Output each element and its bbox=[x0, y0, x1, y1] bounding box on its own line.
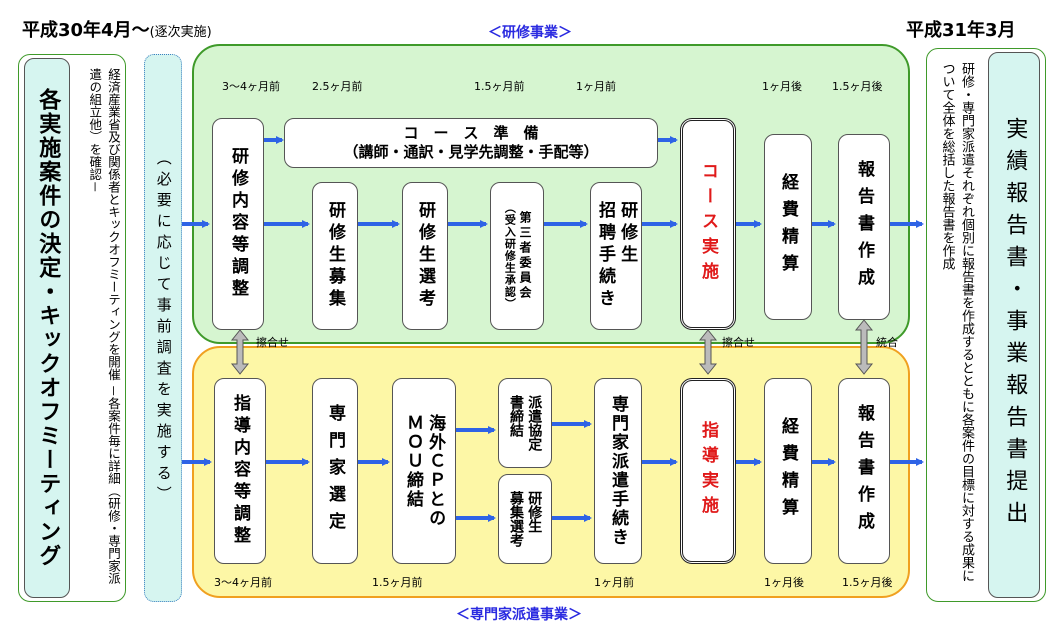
expert-report-box: 報告書作成 bbox=[838, 378, 890, 564]
guidance-implementation-box: 指導実施 bbox=[680, 378, 736, 564]
expert-timeline-3: 1ヶ月前 bbox=[594, 576, 634, 589]
dispatch-procedure-box: 専門家派遣手続き bbox=[594, 378, 642, 564]
training-section-title: ＜研修事業＞ bbox=[488, 25, 572, 41]
kickoff-description: 経済産業省及び関係者とキックオフミーティングを開催 －各案件毎に詳細（研修・専門… bbox=[87, 68, 121, 585]
training-timeline-6: 1.5ヶ月後 bbox=[832, 80, 883, 93]
expert-timeline-2: 1.5ヶ月前 bbox=[372, 576, 423, 589]
training-timeline-2: 2.5ヶ月前 bbox=[312, 80, 363, 93]
trainee-select-box: 研修生選考 bbox=[402, 182, 448, 330]
third-party-committee-box: 第三者委員会 （受入研修生承認） bbox=[490, 182, 544, 330]
trainee-line-b: 募集選考 bbox=[508, 491, 524, 547]
committee-line-a: 第三者委員会 bbox=[517, 211, 532, 301]
coordinate-label-2: 擦合せ bbox=[722, 336, 755, 349]
integrate-label: 統合 bbox=[876, 336, 898, 349]
mou-box: 海外ＣＰとの ＭＯＵ締結 bbox=[392, 378, 456, 564]
start-note: (逐次実施) bbox=[149, 25, 212, 40]
coordinate-label-1: 擦合せ bbox=[256, 336, 289, 349]
committee-line-b: （受入研修生承認） bbox=[503, 202, 517, 310]
course-prep-line2: （講師・通訳・見学先調整・手配等） bbox=[343, 143, 599, 161]
trainee-line-a: 研修生 bbox=[526, 491, 543, 533]
link-arrow-1 bbox=[230, 329, 250, 375]
expert-section-title: ＜専門家派遣事業＞ bbox=[456, 607, 582, 623]
training-timeline-1: 3～4ヶ月前 bbox=[222, 80, 280, 93]
training-timeline-4: 1ヶ月前 bbox=[576, 80, 616, 93]
report-description: 研修・専門家派遣それぞれ個別に報告書を作成するとともに各案件の目標に対する成果に… bbox=[939, 62, 975, 582]
mou-line-a: 海外ＣＰとの bbox=[425, 414, 446, 528]
dispatch-agreement-box: 派遣協定 書締結 bbox=[498, 378, 552, 468]
invite-line-b: 招聘手続き bbox=[595, 201, 615, 311]
expert-select-box: 専門家選定 bbox=[312, 378, 358, 564]
trainee-recruit-box: 研修生募集 bbox=[312, 182, 358, 330]
kickoff-title: 各実施案件の決定・キックオフミーティング bbox=[24, 58, 70, 598]
training-timeline-3: 1.5ヶ月前 bbox=[474, 80, 525, 93]
trainee-invite-box: 研修生 招聘手続き bbox=[590, 182, 642, 330]
training-report-box: 報告書作成 bbox=[838, 134, 890, 320]
invite-line-a: 研修生 bbox=[617, 201, 638, 267]
final-report-box: 実績報告書・事業報告書提出 bbox=[988, 52, 1040, 598]
link-arrow-2 bbox=[698, 329, 718, 375]
trainee-recruit-select-box: 研修生 募集選考 bbox=[498, 474, 552, 564]
mou-line-b: ＭＯＵ締結 bbox=[403, 414, 423, 509]
preliminary-survey: （必要に応じて事前調査を実施する） bbox=[144, 54, 182, 602]
expert-timeline-1: 3～4ヶ月前 bbox=[214, 576, 272, 589]
expert-cost-box: 経費精算 bbox=[764, 378, 812, 564]
course-implementation-box: コース実施 bbox=[680, 118, 736, 330]
course-preparation: コ ー ス 準 備 （講師・通訳・見学先調整・手配等） bbox=[284, 118, 658, 168]
link-arrow-3 bbox=[854, 319, 874, 375]
agree-line-a: 派遣協定 bbox=[526, 395, 543, 451]
course-prep-line1: コ ー ス 準 備 bbox=[403, 123, 539, 142]
expert-timeline-5: 1.5ヶ月後 bbox=[842, 576, 893, 589]
expert-timeline-4: 1ヶ月後 bbox=[764, 576, 804, 589]
training-cost-box: 経費精算 bbox=[764, 134, 812, 320]
guidance-content-box: 指導内容等調整 bbox=[214, 378, 266, 564]
agree-line-b: 書締結 bbox=[508, 395, 524, 437]
training-content-box: 研修内容等調整 bbox=[212, 118, 264, 330]
start-date: 平成30年4月～(逐次実施) bbox=[22, 20, 212, 41]
end-date: 平成31年3月 bbox=[906, 20, 1016, 41]
training-timeline-5: 1ヶ月後 bbox=[762, 80, 802, 93]
